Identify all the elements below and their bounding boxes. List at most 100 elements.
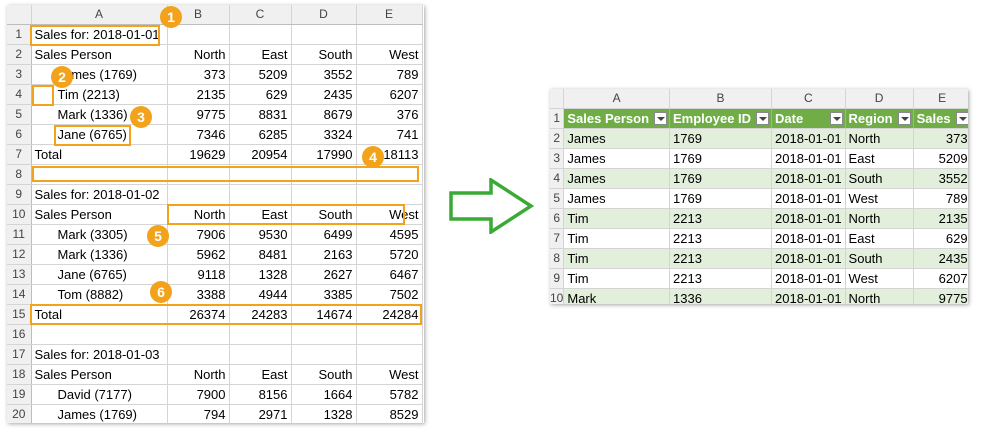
cell-region[interactable]: North [845,128,914,149]
cell-e[interactable]: 7502 [356,284,423,305]
cell-c[interactable]: 5209 [229,64,292,85]
row-number[interactable]: 12 [7,244,32,265]
cell-b[interactable] [167,324,230,345]
column-header[interactable]: B [669,89,773,109]
cell-d[interactable] [291,184,357,205]
cell-sales-person[interactable]: James [563,148,671,169]
filter-dropdown-icon[interactable] [955,112,968,125]
filter-dropdown-icon[interactable] [756,112,770,125]
cell-d[interactable]: 3552 [291,64,357,85]
row-number[interactable]: 8 [550,248,565,269]
cell-e[interactable] [356,344,423,365]
cell-c[interactable]: 8481 [229,244,292,265]
cell-sales[interactable]: 3552 [913,168,968,189]
cell-date[interactable]: 2018-01-01 [771,228,846,249]
cell-c[interactable]: 20954 [229,144,292,165]
cell-employee-id[interactable]: 2213 [669,268,773,289]
cell-a[interactable]: Sales Person [31,364,168,385]
cell-date[interactable]: 2018-01-01 [771,208,846,229]
cell-sales[interactable]: 373 [913,128,968,149]
cell-b[interactable]: North [167,204,230,225]
cell-c[interactable]: East [229,204,292,225]
cell-date[interactable]: 2018-01-01 [771,248,846,269]
row-number[interactable]: 16 [7,324,32,345]
cell-employee-id[interactable]: 2213 [669,228,773,249]
row-number[interactable]: 9 [550,268,565,289]
select-all-corner[interactable] [550,89,565,109]
filter-dropdown-icon[interactable] [897,112,911,125]
row-number[interactable]: 14 [7,284,32,305]
cell-sales-person[interactable]: Tim [563,208,671,229]
row-number[interactable]: 1 [7,24,32,45]
row-number[interactable]: 7 [7,144,32,165]
cell-b[interactable] [167,344,230,365]
row-number[interactable]: 4 [550,168,565,189]
cell-e[interactable]: West [356,44,423,65]
row-number[interactable]: 18 [7,364,32,385]
cell-a[interactable]: Mark (3305) [31,224,168,245]
cell-a[interactable]: Sales Person [31,204,168,225]
cell-region[interactable]: North [845,288,914,304]
cell-d[interactable]: South [291,44,357,65]
cell-a[interactable]: David (7177) [31,384,168,405]
cell-d[interactable]: 6499 [291,224,357,245]
cell-a[interactable]: Tom (8882) [31,284,168,305]
cell-e[interactable] [356,184,423,205]
cell-c[interactable]: East [229,44,292,65]
cell-employee-id[interactable]: 2213 [669,208,773,229]
cell-sales[interactable]: 789 [913,188,968,209]
cell-employee-id[interactable]: 1769 [669,128,773,149]
cell-b[interactable]: 794 [167,404,230,423]
cell-c[interactable]: 1328 [229,264,292,285]
row-number[interactable]: 3 [7,64,32,85]
cell-date[interactable]: 2018-01-01 [771,128,846,149]
cell-c[interactable]: 629 [229,84,292,105]
column-header[interactable]: E [913,89,968,109]
column-header[interactable]: C [229,5,292,25]
cell-e[interactable]: 376 [356,104,423,125]
cell-b[interactable] [167,24,230,45]
row-number[interactable]: 20 [7,404,32,423]
cell-region[interactable]: West [845,188,914,209]
cell-a[interactable]: Mark (1336) [31,244,168,265]
cell-date[interactable]: 2018-01-01 [771,148,846,169]
row-number[interactable]: 8 [7,164,32,185]
cell-sales-person[interactable]: Mark [563,288,671,304]
row-number[interactable]: 3 [550,148,565,169]
cell-b[interactable]: 2135 [167,84,230,105]
row-number[interactable]: 2 [550,128,565,149]
row-number[interactable]: 1 [550,108,565,129]
cell-e[interactable] [356,164,423,185]
cell-a[interactable]: James (1769) [31,404,168,423]
cell-d[interactable]: 2435 [291,84,357,105]
cell-e[interactable] [356,24,423,45]
select-all-corner[interactable] [7,5,32,25]
row-number[interactable]: 6 [7,124,32,145]
cell-sales-person[interactable]: Tim [563,248,671,269]
cell-b[interactable]: 7906 [167,224,230,245]
cell-d[interactable]: 3385 [291,284,357,305]
cell-e[interactable]: West [356,364,423,385]
row-number[interactable]: 11 [7,224,32,245]
cell-c[interactable]: 6285 [229,124,292,145]
column-header[interactable]: A [31,5,168,25]
filter-dropdown-icon[interactable] [829,112,843,125]
cell-e[interactable]: 5720 [356,244,423,265]
cell-e[interactable] [356,324,423,345]
cell-c[interactable]: 8156 [229,384,292,405]
cell-d[interactable]: South [291,364,357,385]
cell-e[interactable]: 5782 [356,384,423,405]
cell-sales-person[interactable]: Tim [563,228,671,249]
cell-c[interactable]: 8831 [229,104,292,125]
cell-e[interactable]: 789 [356,64,423,85]
row-number[interactable]: 13 [7,264,32,285]
row-number[interactable]: 17 [7,344,32,365]
row-number[interactable]: 2 [7,44,32,65]
cell-b[interactable]: 373 [167,64,230,85]
cell-c[interactable] [229,344,292,365]
cell-date[interactable]: 2018-01-01 [771,168,846,189]
cell-employee-id[interactable]: 1769 [669,188,773,209]
cell-sales-person[interactable]: James [563,168,671,189]
cell-c[interactable] [229,184,292,205]
column-header[interactable]: D [291,5,357,25]
